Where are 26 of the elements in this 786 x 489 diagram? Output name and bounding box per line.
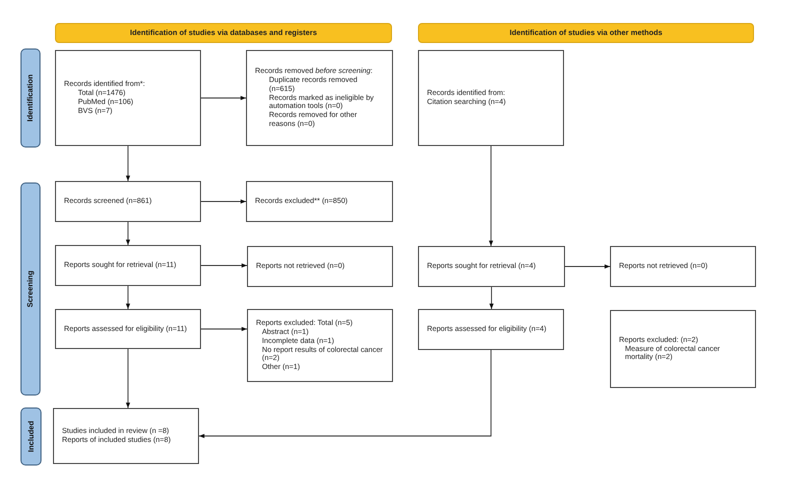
process-box	[610, 310, 756, 388]
process-box	[55, 309, 201, 349]
process-box	[247, 309, 393, 382]
arrow	[200, 96, 246, 100]
arrow	[126, 222, 130, 246]
process-box	[418, 309, 564, 350]
process-box	[246, 181, 393, 222]
arrow	[126, 348, 130, 408]
process-box	[55, 245, 201, 286]
arrow	[200, 263, 248, 268]
arrow	[200, 326, 248, 332]
process-box	[610, 246, 756, 287]
arrow	[489, 286, 494, 310]
process-box	[55, 50, 201, 146]
process-box	[55, 181, 201, 222]
process-box	[246, 50, 393, 146]
arrow	[126, 146, 130, 182]
arrow	[200, 199, 246, 204]
process-box	[53, 408, 199, 464]
arrow	[488, 146, 494, 246]
process-box	[418, 50, 564, 146]
process-box	[418, 246, 565, 287]
process-box	[247, 246, 393, 287]
arrow	[198, 350, 492, 438]
arrow	[126, 286, 130, 310]
arrow	[564, 264, 610, 269]
